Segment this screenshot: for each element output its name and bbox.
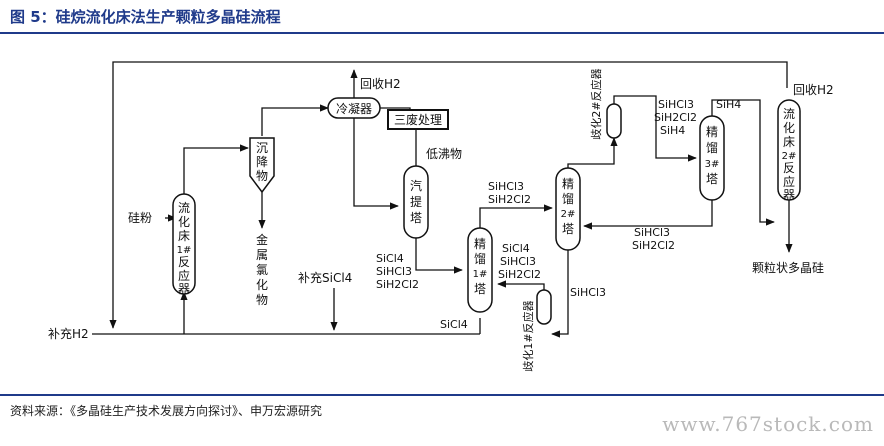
disp2-to-rect3: [613, 95, 697, 162]
source-note: 资料来源：《多晶硅生产技术发展方向探讨》、申万宏源研究: [10, 404, 323, 418]
stream-label: SiHCl3: [658, 98, 694, 111]
fb1-char: 流: [178, 201, 190, 215]
waste-treatment-box: 三废处理: [387, 109, 449, 130]
rect3-char: 3#: [705, 159, 720, 170]
stream-label: SiHCl3: [376, 265, 412, 278]
stripper-char: 汽: [410, 178, 422, 193]
makeup-h2-label: 补充H2: [48, 326, 89, 341]
stream-label: SiH2Cl2: [488, 193, 531, 206]
settler-char: 物: [256, 169, 268, 183]
settler-char: 沉: [256, 141, 268, 155]
fluid-bed-reactor-1: 流 化 床 1# 反 应 器: [172, 193, 196, 296]
condenser-label: 冷凝器: [336, 101, 372, 116]
fb1-char: 化: [178, 215, 190, 229]
rect1-char: 塔: [474, 282, 486, 296]
fb1-char: 应: [178, 268, 190, 283]
stream-label: SiH2Cl2: [632, 239, 675, 252]
rectification-tower-2: 精 馏 2# 塔: [555, 167, 581, 251]
stream-label: SiH2Cl2: [376, 278, 419, 291]
settler-char: 降: [256, 155, 268, 169]
svg-text:物: 物: [256, 293, 268, 307]
recover-h2-label: 回收H2: [360, 77, 401, 91]
low-boilers-label: 低沸物: [426, 147, 462, 161]
rect3-char: 塔: [706, 172, 718, 186]
rect2-to-disp1: [551, 248, 569, 338]
fb1-char: 反: [178, 255, 190, 269]
condenser-to-stripper: [353, 118, 399, 210]
fb2-char: 床: [783, 135, 795, 149]
stream-label: SiH2Cl2: [498, 268, 541, 281]
stream-label: SiH4: [660, 124, 685, 137]
condenser-unit: 冷凝器: [327, 97, 381, 119]
granular-silicon-label: 颗粒状多晶硅: [752, 260, 824, 275]
rect2-char: 2#: [561, 209, 576, 220]
recover-h2-label: 回收H2: [793, 83, 834, 97]
fb1-char: 床: [178, 229, 190, 243]
watermark: www.767stock.com: [662, 412, 874, 436]
disproportionation-reactor-2: 歧化2#反应器: [589, 68, 622, 140]
fb1-char: 器: [178, 282, 190, 296]
fb2-char: 应: [783, 174, 795, 189]
disproportionation-reactor-1: 歧化1#反应器: [521, 289, 552, 372]
disp1-label: 歧化1#反应器: [521, 300, 535, 371]
rect3-to-rect2: [583, 200, 713, 230]
stripping-tower: 汽 提 塔: [403, 165, 429, 239]
fluid-bed-reactor-2: 流 化 床 2# 反 应 器: [777, 99, 801, 202]
stream-label: SiH2Cl2: [654, 111, 697, 124]
rect1-char: 馏: [474, 252, 486, 266]
stripper-to-rect1: [415, 238, 463, 274]
stream-label: SiCl4: [376, 252, 404, 265]
title-divider: [0, 32, 884, 34]
fb1-char: 1#: [177, 245, 192, 256]
rectification-tower-1: 精 馏 1# 塔: [467, 227, 493, 313]
fb2-char: 化: [783, 121, 795, 135]
rect3-to-fluid-bed-2: [711, 99, 775, 226]
rect1-char: 1#: [473, 269, 488, 280]
svg-text:化: 化: [256, 278, 268, 292]
waste-label: 三废处理: [394, 112, 442, 127]
rect2-to-disp2: [567, 137, 618, 170]
rect1-to-rect2: [479, 204, 553, 230]
svg-text:属: 属: [256, 248, 268, 262]
rect1-char: 精: [474, 237, 486, 251]
fb1-to-settler: [183, 144, 249, 196]
disp1-to-rect1: [497, 280, 545, 290]
disp2-label: 歧化2#反应器: [589, 68, 603, 139]
rect2-char: 塔: [562, 222, 574, 236]
makeup-sicl4-label: 补充SiCl4: [298, 270, 352, 285]
stream-label: SiH4: [716, 98, 741, 111]
figure-title: 图 5：硅烷流化床法生产颗粒多晶硅流程: [10, 8, 281, 26]
stripper-char: 提: [410, 194, 422, 209]
fb2-char: 反: [783, 161, 795, 175]
rect2-char: 馏: [562, 192, 574, 206]
stream-label: SiHCl3: [634, 226, 670, 239]
svg-text:金: 金: [256, 232, 268, 247]
stream-label: SiHCl3: [500, 255, 536, 268]
h2-recycle-loop: [109, 61, 788, 329]
silicon-powder-label: 硅粉: [128, 211, 152, 225]
footer-divider: [0, 394, 884, 396]
rectification-tower-3: 精 馏 3# 塔: [699, 115, 725, 201]
rect3-char: 馏: [706, 141, 718, 155]
rect3-char: 精: [706, 125, 718, 139]
svg-text:氯: 氯: [256, 263, 268, 277]
settler-vessel: 沉 降 物: [249, 137, 275, 194]
metal-chloride-label: 金 属 氯 化 物: [256, 232, 268, 307]
rect2-char: 精: [562, 177, 574, 191]
fb2-char: 器: [783, 188, 795, 202]
settler-to-condenser: [261, 104, 329, 136]
stripper-char: 塔: [410, 211, 422, 225]
stream-label: SiCl4: [440, 318, 468, 331]
stream-label: SiCl4: [502, 242, 530, 255]
stream-label: SiHCl3: [488, 180, 524, 193]
stream-label: SiHCl3: [570, 286, 606, 299]
fb2-char: 2#: [782, 151, 797, 162]
fb2-char: 流: [783, 107, 795, 121]
